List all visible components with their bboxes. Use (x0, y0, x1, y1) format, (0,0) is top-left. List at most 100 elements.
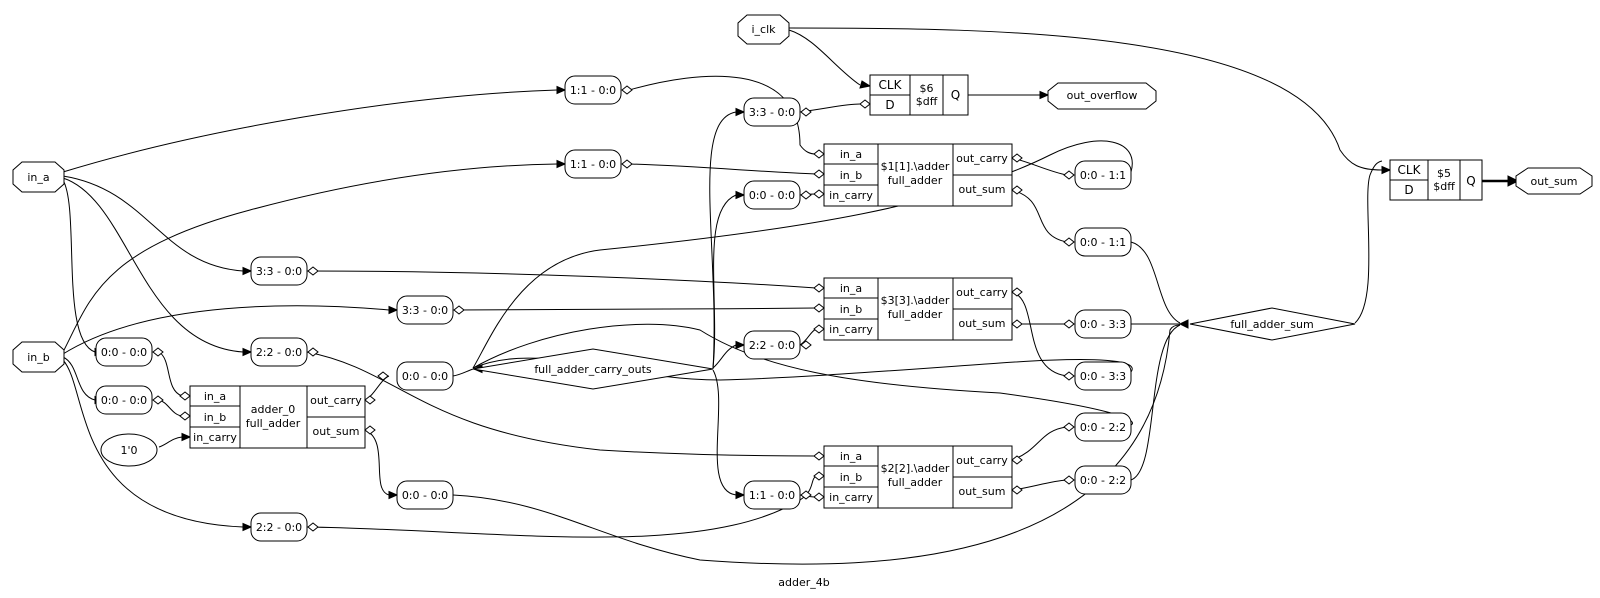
split-s_b3-port (453, 305, 465, 315)
arrow-clk-dff6 (859, 80, 872, 89)
fa3-pin-out_sum: out_sum (959, 317, 1006, 330)
bus-sum-label: full_adder_sum (1230, 318, 1313, 331)
fa3-port-out_carry (1011, 287, 1023, 297)
fa2-pin-in_carry: in_carry (829, 491, 873, 504)
split-s_a1-port (621, 85, 633, 95)
fa1-pin-in_b: in_b (840, 169, 863, 182)
fa0-pin-out_carry: out_carry (310, 394, 362, 407)
split-c0-label: 0:0 - 0:0 (749, 189, 795, 202)
bus-carry: full_adder_carry_outs (472, 348, 714, 390)
wire-s_b2-fa2 (306, 475, 817, 538)
split-s_b3-label: 3:3 - 0:0 (402, 304, 448, 317)
fa1-pin-out_sum: out_sum (959, 183, 1006, 196)
fa2-pin-in_b: in_b (840, 471, 863, 484)
join-j_c1: 0:0 - 1:1 (1063, 160, 1132, 190)
join-j_c2-port (1063, 422, 1075, 432)
split-s_a1-label: 1:1 - 0:0 (570, 84, 616, 97)
fa3-name: $3[3].\adder (881, 294, 950, 307)
split-s_b1-port (621, 159, 633, 169)
port-in_a: in_a (12, 161, 65, 193)
wire-in_b-s_b3 (62, 305, 390, 355)
fa2-type: full_adder (888, 476, 943, 489)
fa3-port-out_sum (1011, 319, 1023, 329)
fa1-pin-in_a: in_a (840, 148, 862, 161)
fa3-pin-in_b: in_b (840, 303, 863, 316)
fa3-port-in_a (813, 283, 825, 293)
wire-fa0-carry (364, 375, 390, 401)
split-s_a2-label: 2:2 - 0:0 (256, 346, 302, 359)
fa0-pin-in_carry: in_carry (193, 431, 237, 444)
split-s_a0: 0:0 - 0:0 (95, 337, 164, 367)
wire-cout0-carrybus (452, 368, 474, 377)
join-j_c1-port (1063, 170, 1075, 180)
cell-dff5: CLK D $5 $dff Q (1389, 159, 1483, 201)
join-j_c2-label: 0:0 - 2:2 (1080, 421, 1126, 434)
fa0-port-out_sum (364, 425, 376, 435)
fa1-name: $1[1].\adder (881, 160, 950, 173)
join-j_c1-label: 0:0 - 1:1 (1080, 169, 1126, 182)
join-j_c3-label: 0:0 - 3:3 (1080, 370, 1126, 383)
wire-s_b0-fa0 (158, 399, 183, 417)
fa3-pin-in_carry: in_carry (829, 323, 873, 336)
fa3-type: full_adder (888, 308, 943, 321)
split-s_a3-label: 3:3 - 0:0 (256, 265, 302, 278)
port-out_overflow: out_overflow (1047, 82, 1157, 110)
wire-j_c2-carrybus (472, 323, 1133, 426)
arrow-c1 (735, 490, 746, 500)
split-c3-label: 3:3 - 0:0 (749, 106, 795, 119)
cell-fa2: in_a in_b in_carry out_carry out_sum $2[… (813, 445, 1023, 509)
cell-dff6: CLK D $6 $dff Q (859, 74, 969, 116)
split-s_b1-label: 1:1 - 0:0 (570, 158, 616, 171)
split-s_b0-label: 0:0 - 0:0 (101, 394, 147, 407)
wire-carry-c0 (712, 194, 737, 369)
fa2-port-in_a (813, 451, 825, 461)
arrow-sumbus (1178, 319, 1189, 329)
fa1-pin-in_carry: in_carry (829, 189, 873, 202)
split-c2-label: 2:2 - 0:0 (749, 339, 795, 352)
wire-in_a-s_a1 (62, 89, 558, 173)
split-s_b0-port (152, 395, 164, 405)
bus-carry-label: full_adder_carry_outs (534, 363, 652, 376)
split-s_b2-port (307, 522, 319, 532)
bus-sum: full_adder_sum (1189, 307, 1356, 341)
port-in_b: in_b (12, 341, 65, 373)
join-j_c3-port (1063, 371, 1075, 381)
wire-j_s1-sumbus (1130, 241, 1181, 324)
fa1-pin-out_carry: out_carry (956, 152, 1008, 165)
wire-s_b1-fa1 (628, 163, 817, 175)
fa2-port-in_b (813, 471, 825, 481)
wire-s_a2-fa2 (306, 351, 817, 457)
fa3-port-in_b (813, 303, 825, 313)
wire-carry-c2 (712, 344, 737, 369)
wire-s_a3-fa3 (306, 270, 817, 289)
fa2-pin-out_carry: out_carry (956, 454, 1008, 467)
split-s_b1: 1:1 - 0:0 (564, 149, 633, 179)
wire-in_a-s_a3 (62, 175, 244, 272)
wire-in_a-s_a2 (62, 177, 244, 353)
split-c1: 1:1 - 0:0 (743, 480, 812, 510)
arrow-s_a2 (242, 347, 253, 357)
wire-fa3-carry (1011, 291, 1068, 377)
dff6-name: $6 (920, 82, 934, 95)
port-out_overflow-label: out_overflow (1067, 89, 1138, 102)
wire-fa0-sum (364, 429, 390, 496)
split-c2: 2:2 - 0:0 (743, 330, 812, 360)
fa3-port-in_carry (813, 324, 825, 334)
arrow-const-fa0 (181, 432, 192, 442)
fa2-port-out_sum (1011, 485, 1023, 495)
wire-s_b3-fa3 (452, 307, 817, 311)
split-cout0-port (377, 371, 389, 381)
port-out_sum: out_sum (1515, 167, 1593, 195)
fa1-port-out_sum (1011, 185, 1023, 195)
fa2-port-out_carry (1011, 455, 1023, 465)
arrow-c0 (735, 190, 746, 200)
split-cout0: 0:0 - 0:0 (377, 361, 454, 391)
port-i_clk-label: i_clk (751, 23, 776, 36)
join-j_s1: 0:0 - 1:1 (1063, 227, 1132, 257)
join-j_s1-label: 0:0 - 1:1 (1080, 236, 1126, 249)
split-s_a2-port (307, 347, 319, 357)
dff5-pin-clk: CLK (1398, 163, 1422, 177)
split-c1-port (800, 490, 812, 500)
dff5-name: $5 (1437, 167, 1451, 180)
